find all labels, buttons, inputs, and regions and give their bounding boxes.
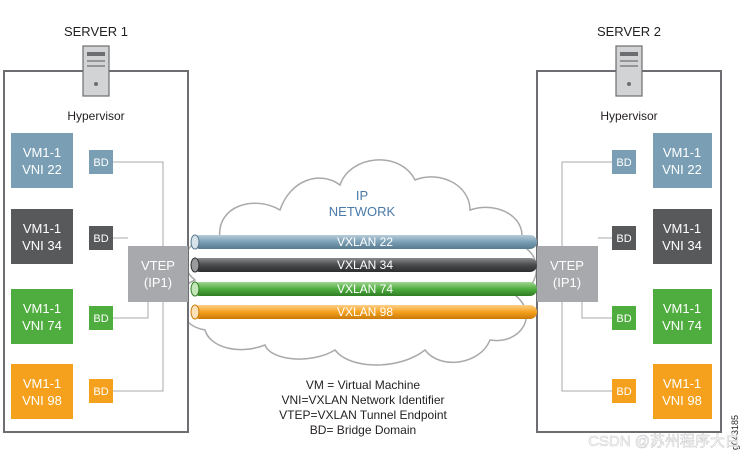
server-1: SERVER 1 Hypervisor VM1-1 VNI 22 BD VM1-… <box>3 24 189 433</box>
network-label-line1: IP <box>356 188 368 203</box>
server-2-bd-22[interactable] <box>612 150 636 174</box>
legend-item: VTEP=VXLAN Tunnel Endpoint <box>279 408 447 422</box>
tunnel-vxlan-98[interactable]: VXLAN 98 <box>190 304 537 320</box>
server-2-vm-vni34[interactable] <box>653 209 712 264</box>
server-1-bd-22[interactable] <box>89 150 113 174</box>
legend-item: BD= Bridge Domain <box>310 423 416 437</box>
bd-label: BD <box>616 313 631 325</box>
server-2-vm-vni22[interactable] <box>653 133 712 188</box>
vm-label-line2: VNI 34 <box>662 238 702 253</box>
vtep-label-line2: (IP1) <box>144 275 172 290</box>
vm-label-line1: VM1-1 <box>23 376 61 391</box>
bd-label: BD <box>616 233 631 245</box>
legend: VM = Virtual Machine VNI=VXLAN Network I… <box>279 378 447 437</box>
server-2-vm-vni98[interactable] <box>653 364 712 419</box>
bd-label: BD <box>93 233 108 245</box>
server-2-vm-vni74[interactable] <box>653 289 712 344</box>
vm-label-line2: VNI 22 <box>662 162 702 177</box>
vm-label-line2: VNI 74 <box>22 318 62 333</box>
vm-label-line1: VM1-1 <box>23 301 61 316</box>
server-1-tower-icon <box>82 45 110 97</box>
server-2-tower-icon <box>615 45 643 97</box>
tunnel-label: VXLAN 22 <box>337 235 393 249</box>
server-2-bd-34[interactable] <box>612 226 636 250</box>
network-label-line2: NETWORK <box>329 204 396 219</box>
server-1-vm-vni34[interactable] <box>11 209 73 264</box>
server-1-bd-74[interactable] <box>89 306 113 330</box>
tunnel-label: VXLAN 98 <box>337 305 393 319</box>
server-2-bd-links <box>561 161 612 392</box>
vm-label-line1: VM1-1 <box>663 301 701 316</box>
vm-label-line1: VM1-1 <box>23 145 61 160</box>
vm-label-line2: VNI 34 <box>22 238 62 253</box>
server-2-vtep[interactable] <box>537 246 598 302</box>
server-2-bd-74[interactable] <box>612 306 636 330</box>
bd-label: BD <box>616 386 631 398</box>
server-1-title: SERVER 1 <box>64 24 128 39</box>
vtep-label-line2: (IP1) <box>553 275 581 290</box>
bd-label: BD <box>93 313 108 325</box>
vtep-label-line1: VTEP <box>550 258 584 273</box>
server-1-vm-vni22[interactable] <box>11 133 73 188</box>
tunnel-vxlan-22[interactable]: VXLAN 22 <box>190 234 537 250</box>
tunnel-label: VXLAN 34 <box>337 258 393 272</box>
server-2-hypervisor-label: Hypervisor <box>600 109 657 123</box>
server-1-bd-98[interactable] <box>89 379 113 403</box>
watermark: CSDN @苏州程序大白 <box>588 433 740 450</box>
vm-label-line1: VM1-1 <box>663 145 701 160</box>
bd-label: BD <box>93 157 108 169</box>
bd-label: BD <box>616 157 631 169</box>
vm-label-line2: VNI 98 <box>662 393 702 408</box>
legend-item: VNI=VXLAN Network Identifier <box>281 393 444 407</box>
legend-item: VM = Virtual Machine <box>306 378 420 392</box>
server-1-bd-links <box>113 161 164 392</box>
vm-label-line2: VNI 98 <box>22 393 62 408</box>
server-1-vm-vni98[interactable] <box>11 364 73 419</box>
server-1-bd-34[interactable] <box>89 226 113 250</box>
vm-label-line2: VNI 22 <box>22 162 62 177</box>
server-1-vm-vni74[interactable] <box>11 289 73 344</box>
server-1-hypervisor-label: Hypervisor <box>67 109 124 123</box>
tunnel-vxlan-74[interactable]: VXLAN 74 <box>190 281 537 297</box>
bd-label: BD <box>93 386 108 398</box>
figure-id: g043185 <box>730 415 740 450</box>
vtep-label-line1: VTEP <box>141 258 175 273</box>
vm-label-line1: VM1-1 <box>663 376 701 391</box>
tunnel-label: VXLAN 74 <box>337 282 393 296</box>
server-2-bd-98[interactable] <box>612 379 636 403</box>
vm-label-line1: VM1-1 <box>23 221 61 236</box>
vxlan-tunnels: VXLAN 22 VXLAN 34 VXLAN 74 VXLAN 98 <box>190 234 537 320</box>
server-2-title: SERVER 2 <box>597 24 661 39</box>
server-1-vtep[interactable] <box>128 246 188 302</box>
vm-label-line2: VNI 74 <box>662 318 702 333</box>
tunnel-vxlan-34[interactable]: VXLAN 34 <box>190 257 537 273</box>
vm-label-line1: VM1-1 <box>663 221 701 236</box>
server-2: SERVER 2 Hypervisor VM1-1 VNI 22 BD VM1-… <box>536 24 722 433</box>
